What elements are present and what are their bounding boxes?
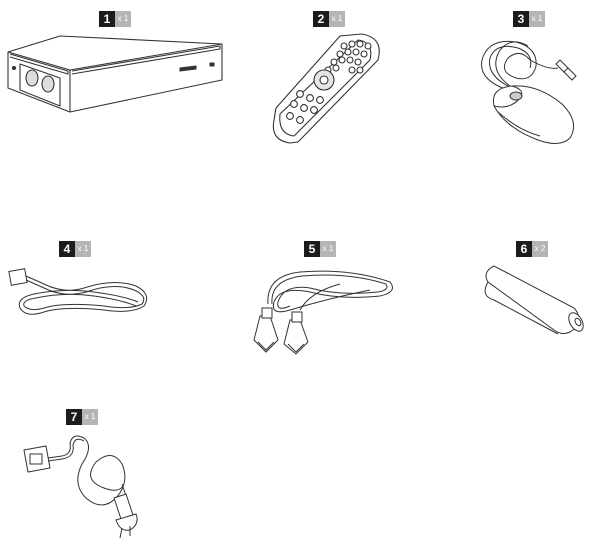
item-number: 3 — [513, 11, 529, 27]
item-quantity: x 1 — [529, 11, 545, 27]
item-quantity: x 1 — [75, 241, 91, 257]
item-quantity: x 2 — [532, 241, 548, 257]
item-number: 7 — [66, 409, 82, 425]
item-badge: 4 x 1 — [59, 241, 91, 257]
item-badge: 2 x 1 — [313, 11, 345, 27]
item-quantity: x 1 — [82, 409, 98, 425]
item-badge: 7 x 1 — [66, 409, 98, 425]
item-badge: 5 x 1 — [304, 241, 336, 257]
hdmi-cable-icon — [240, 262, 400, 356]
usb-mouse-icon — [468, 30, 588, 155]
item-badge: 3 x 1 — [513, 11, 545, 27]
remote-control-icon — [270, 30, 390, 150]
item-number: 6 — [516, 241, 532, 257]
aaa-battery-icon — [478, 262, 588, 342]
item-badge: 1 x 1 — [99, 11, 131, 27]
item-number: 2 — [313, 11, 329, 27]
item-quantity: x 1 — [115, 11, 131, 27]
item-number: 1 — [99, 11, 115, 27]
item-number: 5 — [304, 241, 320, 257]
item-number: 4 — [59, 241, 75, 257]
dvr-recorder-icon — [0, 30, 250, 130]
item-quantity: x 1 — [320, 241, 336, 257]
ethernet-cable-icon — [4, 262, 154, 322]
item-badge: 6 x 2 — [516, 241, 548, 257]
power-cable-icon — [12, 428, 162, 540]
item-quantity: x 1 — [329, 11, 345, 27]
